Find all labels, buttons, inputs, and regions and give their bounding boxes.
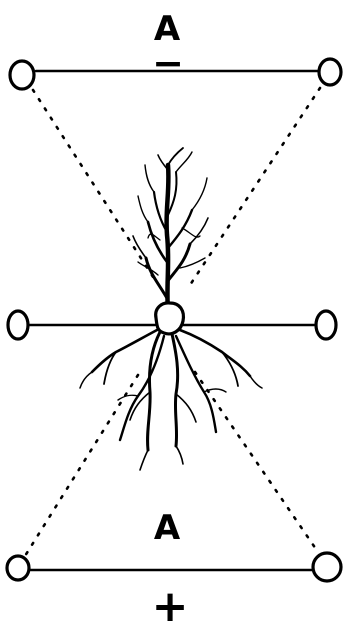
bottom-left-electrode bbox=[7, 556, 29, 580]
bottom-sign: + bbox=[152, 581, 189, 625]
field-line-top-left bbox=[33, 90, 155, 280]
bottom-electrode-pair: A + bbox=[7, 508, 341, 625]
bottom-right-electrode bbox=[313, 553, 341, 581]
apical-branch bbox=[146, 258, 168, 300]
apical-branch bbox=[168, 210, 192, 248]
basal-dendrites bbox=[80, 330, 262, 470]
basal-tip bbox=[80, 372, 92, 388]
apical-dendrites bbox=[133, 148, 208, 312]
apical-tip bbox=[145, 165, 154, 192]
field-line-top-right bbox=[190, 88, 320, 285]
basal-tip bbox=[176, 394, 196, 422]
basal-tip bbox=[250, 376, 262, 388]
top-right-electrode bbox=[319, 59, 341, 85]
basal-branch bbox=[148, 332, 160, 450]
apical-tip bbox=[168, 148, 183, 165]
basal-tip bbox=[176, 446, 183, 464]
basal-branch bbox=[120, 336, 164, 440]
apical-tip bbox=[192, 178, 207, 210]
apical-trunk bbox=[167, 165, 169, 312]
apical-tip bbox=[176, 152, 192, 172]
apical-tip bbox=[158, 155, 168, 170]
apical-tip bbox=[190, 218, 208, 244]
basal-branch bbox=[92, 330, 157, 372]
top-sign: − bbox=[152, 41, 184, 85]
top-left-electrode bbox=[10, 61, 34, 89]
top-electrode-pair: A − bbox=[10, 9, 341, 89]
field-line-bottom-right bbox=[195, 372, 318, 552]
basal-tip bbox=[140, 450, 148, 470]
bottom-label: A bbox=[154, 508, 181, 548]
apical-tip bbox=[138, 196, 148, 222]
field-line-bottom-left bbox=[25, 375, 138, 556]
basal-branch bbox=[172, 334, 178, 446]
apical-branch bbox=[167, 244, 190, 282]
basal-branch bbox=[176, 336, 216, 432]
middle-right-electrode bbox=[316, 311, 336, 339]
middle-left-electrode bbox=[8, 311, 28, 339]
